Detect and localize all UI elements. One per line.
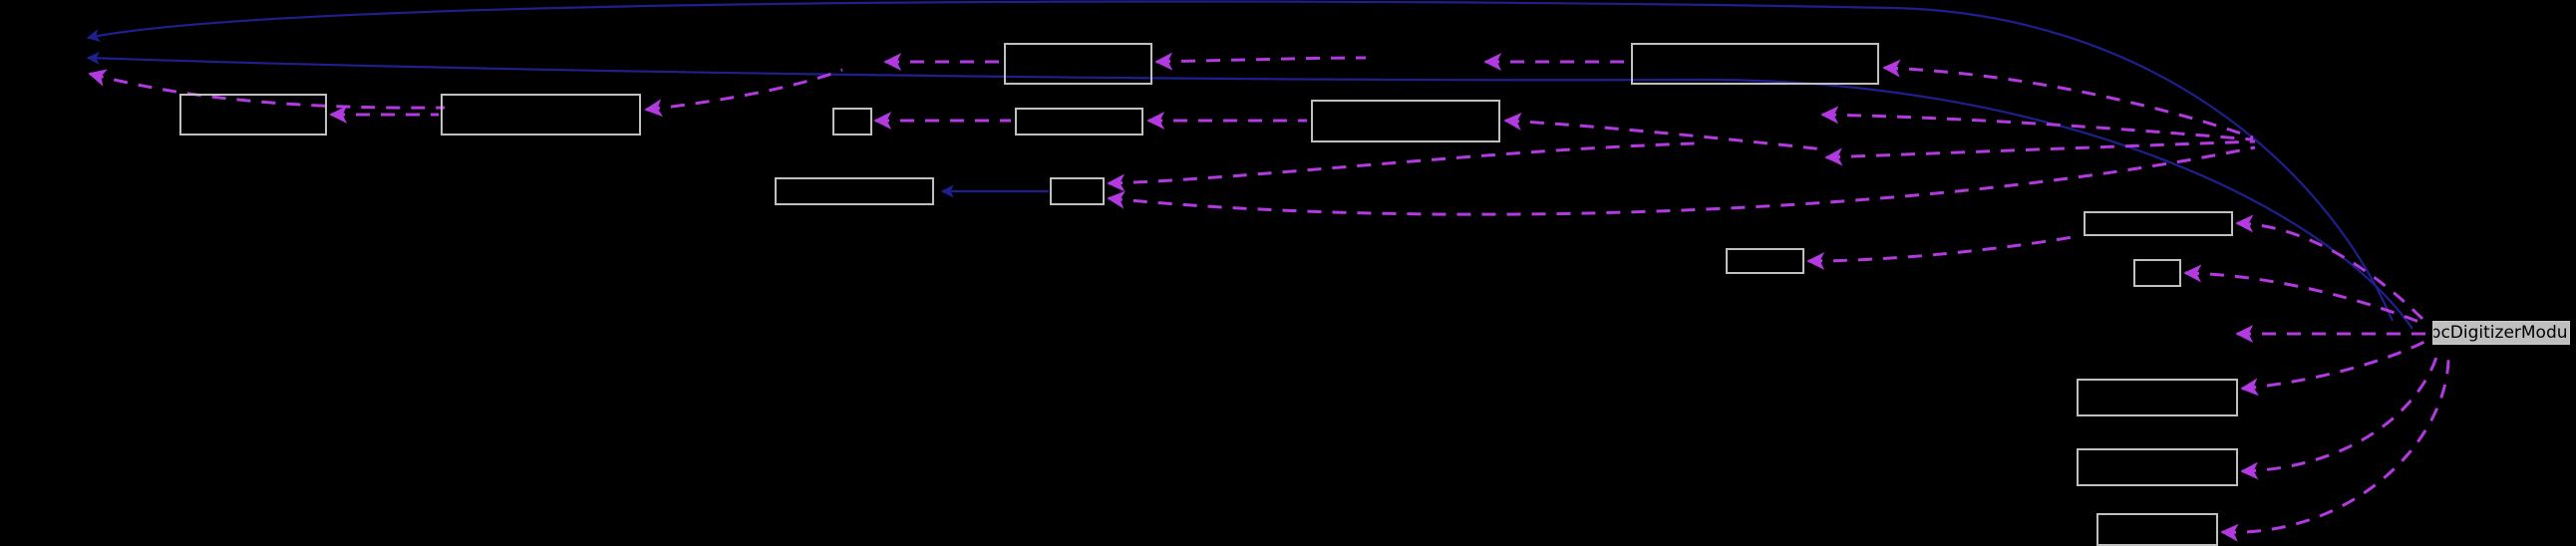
graph-node[interactable] xyxy=(775,177,934,205)
edge-n11-right xyxy=(1806,234,2080,270)
graph-node[interactable] xyxy=(1631,43,1879,85)
edge-n15-right xyxy=(2220,350,2450,542)
edge-n4-right xyxy=(1882,59,2254,139)
edge-n10-right xyxy=(2235,214,2426,323)
edge-n3-right xyxy=(1154,52,1367,71)
graph-node-root-label: TpcDigitizerModule xyxy=(2433,322,2569,343)
graph-node[interactable] xyxy=(1015,108,1143,136)
edge-n12-right xyxy=(2183,264,2427,327)
edge-solid-long-top xyxy=(86,0,2395,322)
graph-node[interactable] xyxy=(1050,177,1105,205)
graph-node[interactable] xyxy=(832,108,872,136)
edge-n7-right xyxy=(1503,112,1825,151)
graph-node[interactable] xyxy=(1726,248,1804,274)
edge-n1-to-left xyxy=(88,69,446,110)
graph-node[interactable] xyxy=(441,94,641,136)
graph-node[interactable] xyxy=(2133,259,2181,287)
graph-node[interactable] xyxy=(2077,448,2238,486)
solid-edges xyxy=(86,0,2414,330)
graph-node[interactable] xyxy=(2077,379,2238,416)
edge-n2-right xyxy=(644,68,843,118)
graph-node[interactable] xyxy=(1004,43,1152,85)
edge-n7-fan-a xyxy=(1820,106,2254,141)
edge-n9-fan-top xyxy=(1107,141,1696,192)
edge-n9-fan-bot xyxy=(1107,145,2256,216)
edge-n13-right xyxy=(2240,338,2429,397)
graph-node-root[interactable]: TpcDigitizerModule xyxy=(2432,321,2570,345)
graph-node[interactable] xyxy=(2084,211,2233,236)
graph-node[interactable] xyxy=(1311,100,1500,142)
graph-node[interactable] xyxy=(2096,513,2218,546)
graph-node[interactable] xyxy=(179,94,327,136)
dashed-edges xyxy=(88,52,2450,542)
edge-solid-long-mid xyxy=(86,51,2414,330)
edge-n7-fan-b xyxy=(1824,139,2256,166)
